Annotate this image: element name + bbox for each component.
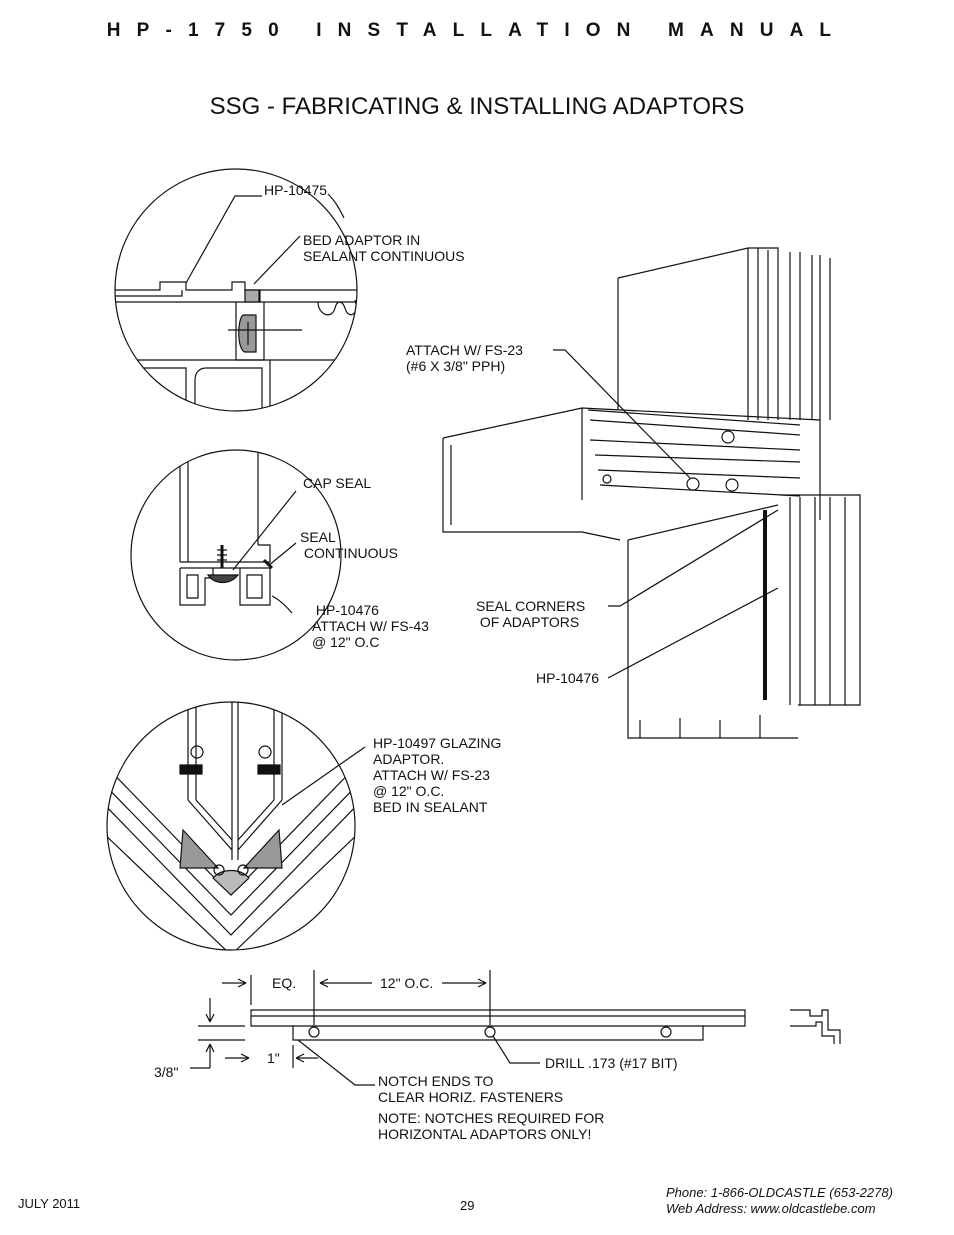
hp-10476-iso-label: HP-10476 [536, 670, 600, 686]
bed-adaptor-detail [110, 169, 370, 420]
footer-date: JULY 2011 [18, 1196, 81, 1211]
height-dimension-label: 3/8" [154, 1064, 179, 1080]
seal-corners-label: SEAL CORNERS OF ADAPTORS [476, 598, 586, 630]
footer-web: Web Address: www.oldcastlebe.com [666, 1201, 876, 1216]
hp-10497-label: HP-10497 GLAZING ADAPTOR. ATTACH W/ FS-2… [373, 735, 502, 815]
footer-phone: Phone: 1-866-OLDCASTLE (653-2278) [666, 1185, 893, 1200]
hp-10476-label: HP-10476 ATTACH W/ FS-43 @ 12" O.C [312, 602, 429, 650]
hp-10475-label: HP-10475 [264, 182, 328, 198]
isometric-assembly [443, 248, 860, 738]
page-title: SSG - FABRICATING & INSTALLING ADAPTORS [209, 93, 745, 120]
seal-continuous-label: SEAL CONTINUOUS [300, 529, 398, 561]
spacing-dimension-label: 12" O.C. [380, 975, 434, 991]
cap-seal-label: CAP SEAL [303, 475, 372, 491]
page-number: 29 [460, 1198, 475, 1213]
drill-label: DRILL .173 (#17 BIT) [545, 1055, 678, 1071]
notch-label: NOTCH ENDS TO CLEAR HORIZ. FASTENERS [378, 1073, 564, 1105]
note-label: NOTE: NOTCHES REQUIRED FOR HORIZONTAL AD… [378, 1110, 605, 1142]
cap-seal-detail [131, 450, 341, 660]
dimension-drawing [190, 970, 840, 1085]
glazing-adaptor-detail [100, 700, 365, 955]
attach-fs23-label: ATTACH W/ FS-23 (#6 X 3/8" PPH) [406, 342, 523, 374]
eq-dimension-label: EQ. [272, 975, 297, 991]
end-dimension-label: 1" [267, 1050, 280, 1066]
bed-adaptor-label: BED ADAPTOR IN SEALANT CONTINUOUS [303, 232, 465, 264]
manual-header: HP-1750 INSTALLATION MANUAL [106, 20, 848, 41]
